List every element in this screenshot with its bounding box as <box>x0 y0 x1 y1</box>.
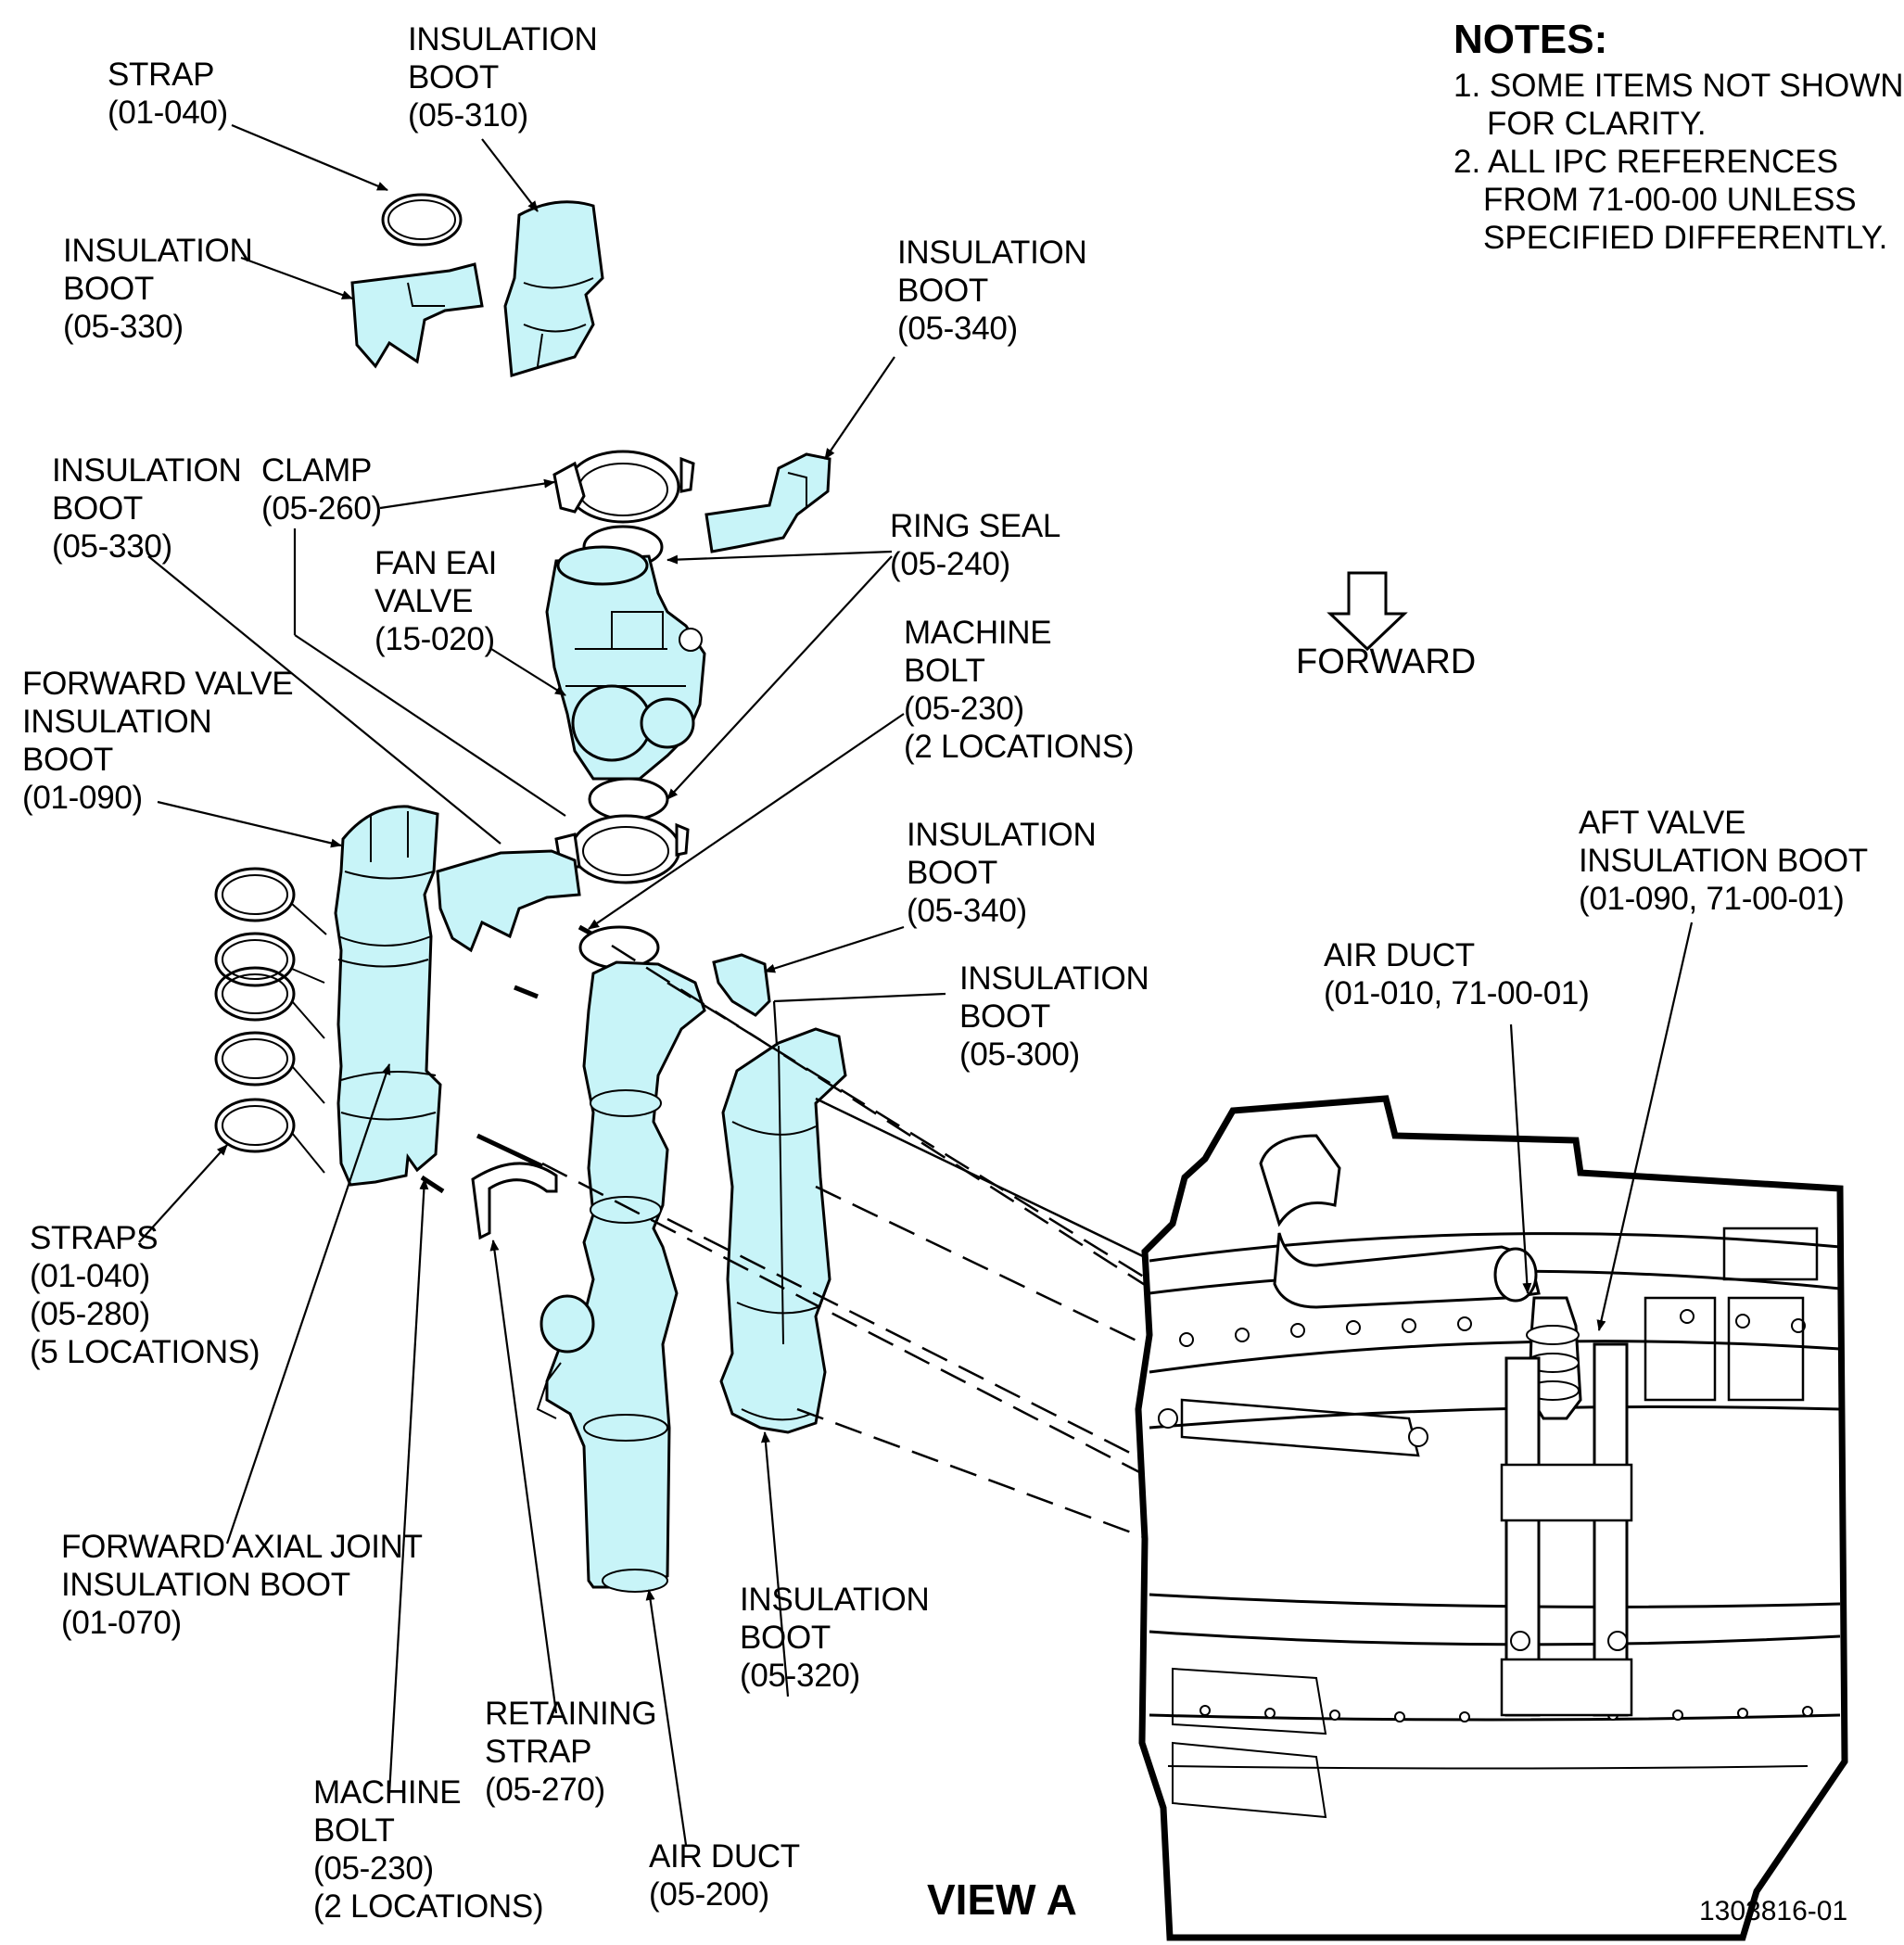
note-2-cont: FROM 71-00-00 UNLESS <box>1483 182 1857 218</box>
note-2: 2. ALL IPC REFERENCES <box>1453 144 1838 180</box>
insulation-boot-310 <box>503 200 604 377</box>
ring-seal-bottom <box>588 777 669 821</box>
label-straps: STRAPS(01-040)(05-280)(5 LOCATIONS) <box>30 1220 260 1370</box>
air-duct-200 <box>536 925 706 1593</box>
insulation-boot-340-mid <box>712 953 771 1017</box>
straps-stack <box>214 867 327 1174</box>
clamp-bottom <box>554 814 690 884</box>
insulation-boot-300 <box>719 1027 847 1434</box>
figure-number: 1303816-01 <box>1699 1896 1848 1926</box>
note-1-cont: FOR CLARITY. <box>1487 106 1707 142</box>
leader-lines <box>138 123 1694 1846</box>
clamp-top <box>552 450 695 524</box>
fan-eai-valve <box>545 545 706 781</box>
note-1: 1. SOME ITEMS NOT SHOWN <box>1453 68 1904 104</box>
strap-ring-top <box>381 193 463 247</box>
label-strap-top: STRAP(01-040) <box>108 57 228 131</box>
label-clamp: CLAMP(05-260) <box>261 452 382 527</box>
view-title: VIEW A <box>927 1875 1077 1924</box>
insulation-boot-330-mid <box>436 849 581 953</box>
label-air-duct-bottom: AIR DUCT(05-200) <box>649 1838 800 1913</box>
insulation-boot-330-top <box>350 262 484 369</box>
notes-title: NOTES: <box>1453 17 1608 62</box>
forward-arrow-icon <box>1326 571 1408 652</box>
engine-case-view <box>1135 1095 1848 1941</box>
note-2-cont2: SPECIFIED DIFFERENTLY. <box>1483 220 1888 256</box>
leader-lines-plain <box>147 528 946 1047</box>
label-air-duct-right: AIR DUCT(01-010, 71-00-01) <box>1324 937 1590 1011</box>
insulation-boot-340-top <box>704 452 831 553</box>
forward-valve-insulation-boot <box>334 805 442 1187</box>
retaining-strap <box>471 1162 558 1240</box>
forward-label: FORWARD <box>1296 642 1477 681</box>
label-ring-seal: RING SEAL(05-240) <box>890 508 1061 582</box>
